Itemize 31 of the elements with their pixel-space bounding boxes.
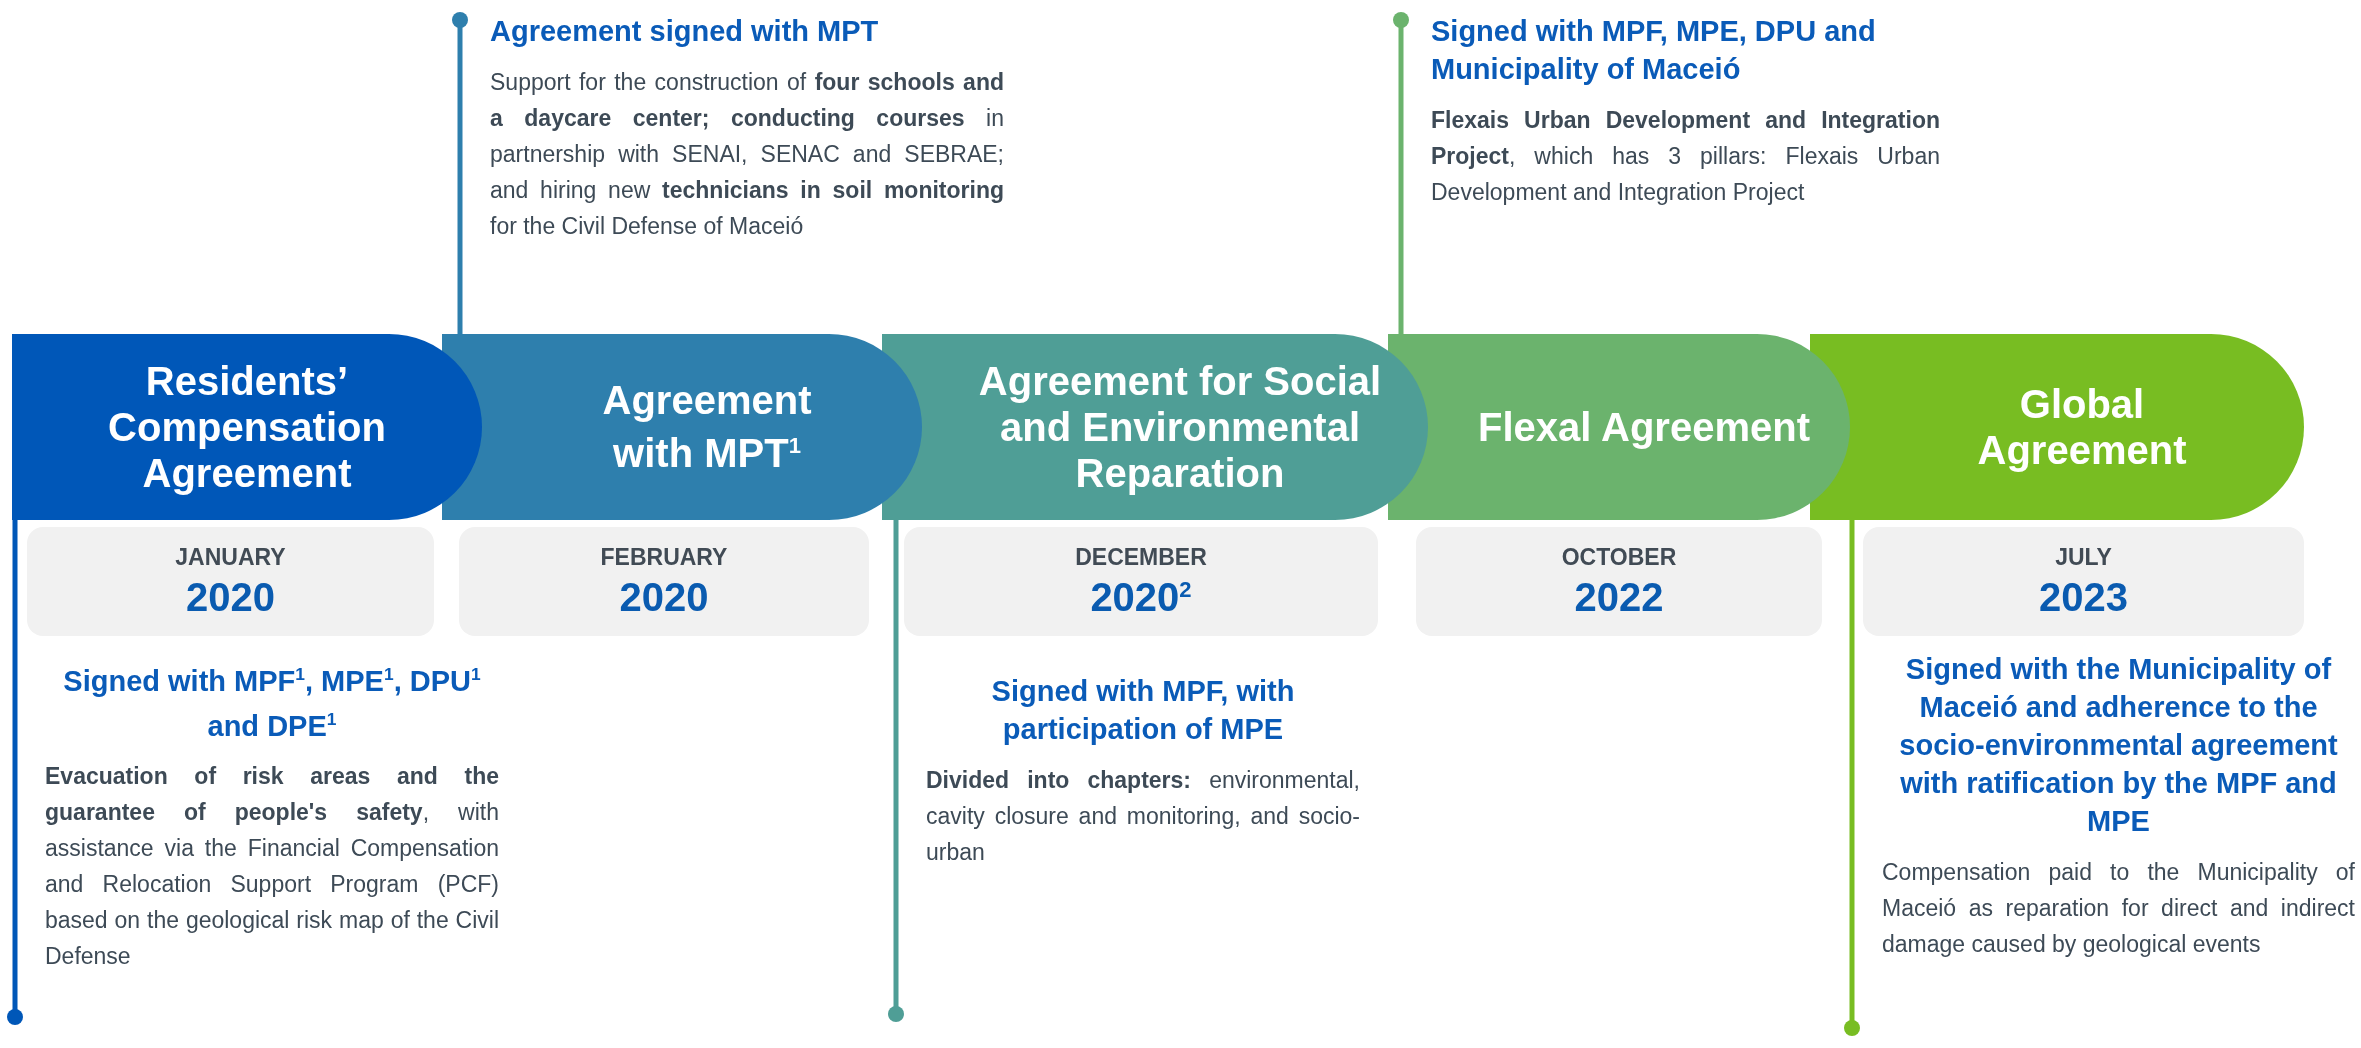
- timeline-marker-line: [1393, 12, 1409, 334]
- note-heading: Signed with MPF, MPE, DPU and Municipality of Maceió: [1431, 14, 1877, 87]
- timeline-marker-line: [7, 520, 23, 1025]
- month-label: OCTOBER: [1561, 543, 1677, 571]
- timeline-marker-line: [888, 520, 904, 1022]
- year-label: 2020$^{2}$: [1090, 574, 1192, 620]
- year-label: 2023: [2039, 574, 2128, 620]
- month-label: DECEMBER: [1075, 543, 1207, 571]
- year-label: 2020: [619, 574, 709, 620]
- note-text: Support for the construction of four schools and a daycare center; conducting courses in partnership with SENAI, SENAC and SEBRAE; and hiring new technicians in soil monitoring for the Civil Defense of Maceió: [490, 68, 1004, 241]
- stage-title: Global Agreement: [1976, 381, 2188, 473]
- note-heading: Signed with MPF, with participation of MPE: [990, 674, 1296, 747]
- year-label: 2020: [186, 574, 275, 620]
- stage-title: Agreement for Social and Environmental Reparation: [977, 358, 1383, 496]
- month-label: FEBRUARY: [600, 543, 728, 571]
- note-text: Divided into chapters: environmental, cavity closure and monitoring, and socio-urban: [926, 766, 1360, 867]
- stage-title: Agreement with MPT$^{1}$: [601, 377, 813, 477]
- note-heading: Agreement signed with MPT: [490, 14, 880, 49]
- stage-banner: [12, 334, 482, 520]
- month-label: JANUARY: [175, 543, 286, 571]
- note-text: Compensation paid to the Municipality of Maceió as reparation for direct and indirect damage caused by geological events: [1882, 858, 2355, 959]
- note-heading: Signed with the Municipality of Maceió and adherence to the socio-environmental agreement with ratification by the MPF and MPE: [1898, 652, 2339, 839]
- stage-title: Flexal Agreement: [1478, 404, 1810, 450]
- note-text: Evacuation of risk areas and the guarantee of people's safety, with assistance via the Financial Compensation and Relocation Support Program (PCF) based on the geological risk map of the Civil Defense: [45, 762, 499, 972]
- year-label: 2022: [1574, 574, 1664, 620]
- stage-title: Residents’ Compensation Agreement: [107, 358, 387, 496]
- note-text: Flexais Urban Development and Integration Project, which has 3 pillars: Flexais Urban Development and Integration Project: [1431, 106, 1940, 207]
- timeline-marker-line: [452, 12, 468, 334]
- note-heading: Signed with MPF$^{1}$, MPE$^{1}$, DPU$^{1}$ and DPE$^{1}$: [62, 663, 482, 744]
- month-label: JULY: [2055, 543, 2112, 571]
- timeline-marker-line: [1844, 520, 1860, 1036]
